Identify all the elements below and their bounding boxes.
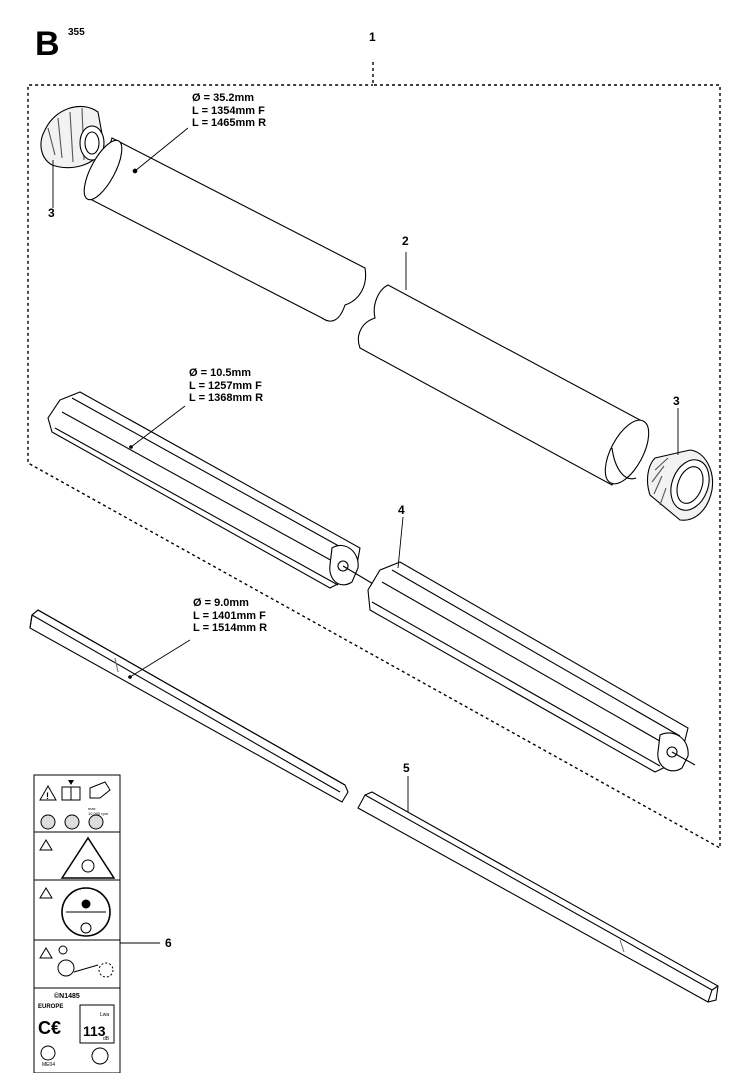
liner-length-r: L = 1368mm R — [189, 392, 264, 404]
drive-shaft-length-f: L = 1401mm F — [193, 609, 266, 622]
liner-upper-segment — [47, 391, 381, 589]
gost-mark-icon — [91, 1047, 109, 1065]
callout-3-right: 3 — [673, 394, 680, 408]
outer-tube-lower-segment — [357, 284, 650, 486]
operator-icon — [57, 959, 75, 977]
callout-5: 5 — [403, 761, 410, 775]
warning-triangle-icon — [39, 784, 57, 801]
end-cap-left — [40, 105, 105, 169]
svg-text:EUROPE: EUROPE — [38, 1004, 63, 1010]
sound-level-badge — [79, 1004, 115, 1044]
section-letter: B — [35, 25, 60, 63]
warning-decal: ! max 10 000 rpm EUROPE ©N1485 C€ 113 dB — [33, 774, 121, 1073]
page-number: 355 — [68, 27, 85, 38]
drive-shaft-spec: Ø = 9.0mm L = 1401mm F L = 1514mm R — [193, 597, 267, 635]
outer-tube-spec: Ø = 35.2mm L = 1354mm F L = 1465mm R — [192, 92, 266, 130]
ce-mark: C€ — [38, 1018, 61, 1038]
assembly-1-boundary — [27, 62, 721, 850]
outer-tube-length-r: L = 1465mm R — [192, 117, 267, 129]
liner-diameter: Ø = 10.5mm — [189, 367, 252, 379]
pct-mark-icon — [40, 1045, 56, 1061]
callout-6: 6 — [165, 936, 172, 950]
svg-text:10 000 rpm: 10 000 rpm — [88, 811, 109, 816]
callout-2: 2 — [402, 234, 409, 248]
svg-text:113: 113 — [83, 1023, 106, 1039]
rpm-gauge-icon — [89, 781, 111, 799]
end-cap-right — [646, 449, 714, 521]
outer-tube-diameter: Ø = 35.2mm — [192, 92, 255, 104]
liner-length-f: L = 1257mm F — [189, 379, 262, 392]
outer-tube-upper-segment — [83, 137, 367, 322]
callout-4: 4 — [398, 503, 405, 517]
svg-text:Lwa: Lwa — [100, 1012, 109, 1018]
callout-1: 1 — [369, 30, 376, 44]
liner-lower-segment — [367, 561, 696, 773]
boots-icon — [88, 814, 104, 830]
gloves-icon — [64, 814, 80, 830]
svg-text:dB: dB — [103, 1036, 110, 1042]
svg-text:max: max — [88, 806, 96, 811]
helmet-icon — [40, 814, 56, 830]
drive-shaft-lower-segment — [357, 791, 719, 1003]
liner-spec: Ø = 10.5mm L = 1257mm F L = 1368mm R — [189, 367, 263, 405]
leader-lines — [52, 127, 679, 944]
rotation-icon — [98, 962, 114, 978]
outer-tube-length-f: L = 1354mm F — [192, 104, 265, 117]
drive-shaft-diameter: Ø = 9.0mm — [193, 597, 249, 609]
thrown-objects-warning-icon — [60, 836, 116, 879]
svg-text:©N1485: ©N1485 — [54, 992, 80, 1000]
svg-text:ME04: ME04 — [42, 1062, 55, 1068]
drive-shaft-upper-segment — [29, 609, 349, 803]
drive-shaft-length-r: L = 1514mm R — [193, 622, 268, 634]
callout-3-left: 3 — [48, 206, 55, 220]
svg-text:!: ! — [46, 791, 49, 801]
